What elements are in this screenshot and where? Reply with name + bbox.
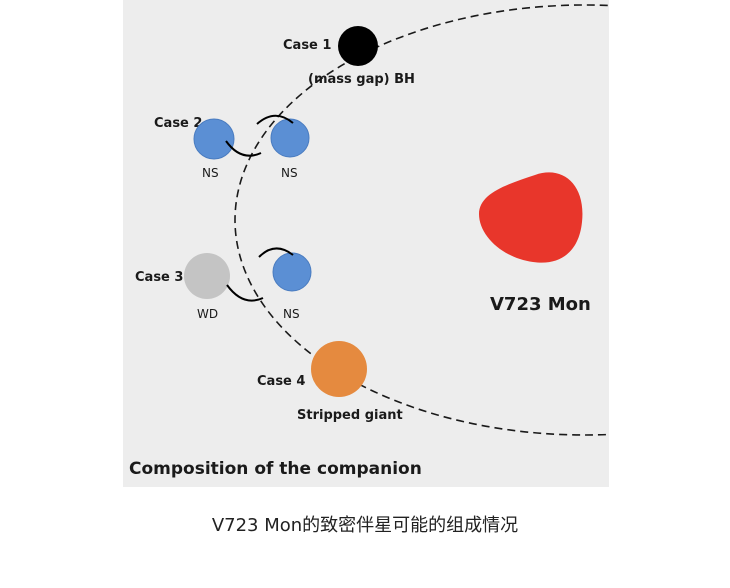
- neutron-star-case3: [272, 252, 312, 292]
- panel-title: Composition of the companion: [129, 459, 422, 479]
- companion-diagram: V723 Mon Case 1 (mass gap) BH Case 2 NS …: [129, 4, 609, 479]
- figure-caption: V723 Mon的致密伴星可能的组成情况: [211, 515, 519, 536]
- stripped-giant: [311, 341, 367, 397]
- neutron-star-right: [270, 118, 310, 158]
- star-label: V723 Mon: [490, 294, 591, 315]
- ns-label-case3: NS: [283, 307, 300, 321]
- white-dwarf: [184, 253, 230, 299]
- orbit-path: [234, 4, 609, 436]
- orbit-arrow-upper: [256, 114, 294, 125]
- ns-label-left: NS: [202, 166, 219, 180]
- black-hole: [338, 26, 378, 66]
- orbit-arrow-lower: [225, 140, 262, 157]
- orbit-arrow-upper-case3: [258, 247, 294, 258]
- v723-mon-star: [479, 172, 583, 263]
- black-hole-label: (mass gap) BH: [308, 72, 415, 87]
- orbit-arrow-lower-case3: [226, 284, 264, 302]
- ns-label-right: NS: [281, 166, 298, 180]
- case-3-label: Case 3: [135, 270, 183, 285]
- wd-label: WD: [197, 307, 218, 321]
- case-4-label: Case 4: [257, 374, 305, 389]
- neutron-star-left: [193, 118, 235, 160]
- stripped-giant-label: Stripped giant: [297, 408, 403, 423]
- case-1-label: Case 1: [283, 38, 331, 53]
- case-2-label: Case 2: [154, 116, 202, 131]
- diagram-panel: V723 Mon Case 1 (mass gap) BH Case 2 NS …: [123, 0, 609, 487]
